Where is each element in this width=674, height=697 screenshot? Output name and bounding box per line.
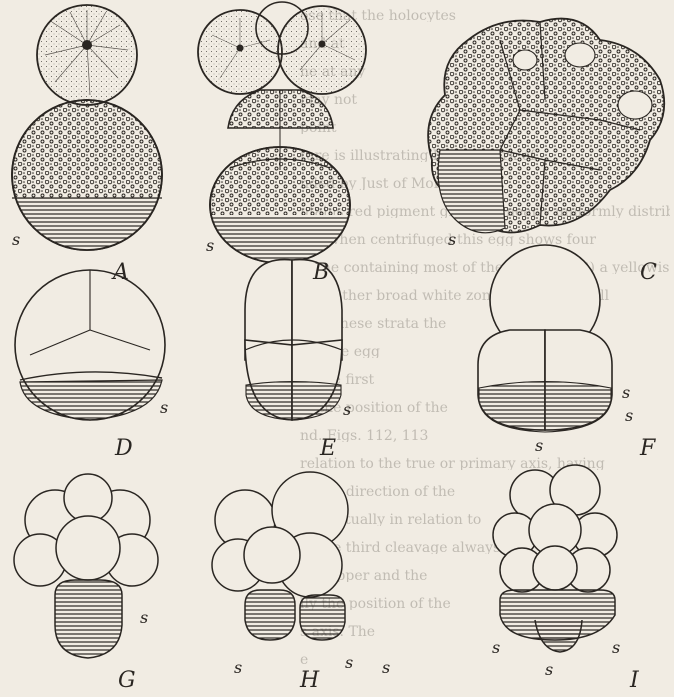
panel-label-a: A bbox=[113, 262, 129, 284]
s-marker: s bbox=[234, 660, 242, 676]
s-marker: s bbox=[545, 662, 553, 678]
s-marker: s bbox=[343, 402, 351, 418]
s-marker: s bbox=[206, 238, 214, 254]
panel-label-f: F bbox=[640, 438, 655, 460]
s-marker: s bbox=[345, 655, 353, 671]
s-marker: s bbox=[140, 610, 148, 626]
panel-a-drawing bbox=[10, 5, 170, 258]
panel-label-c: C bbox=[640, 262, 657, 284]
panel-label-i: I bbox=[630, 670, 639, 692]
panel-c-drawing bbox=[428, 19, 664, 233]
s-marker: s bbox=[448, 232, 456, 248]
panel-i-drawing bbox=[493, 465, 617, 652]
s-marker: s bbox=[625, 408, 633, 424]
panel-label-h: H bbox=[300, 670, 319, 692]
panel-b-drawing bbox=[198, 2, 366, 275]
s-marker: s bbox=[12, 232, 20, 248]
s-marker: s bbox=[535, 438, 543, 454]
s-marker: s bbox=[612, 640, 620, 656]
s-marker: s bbox=[382, 660, 390, 676]
panel-g-drawing bbox=[14, 474, 158, 658]
panel-h-drawing bbox=[212, 472, 348, 640]
panel-d-drawing bbox=[15, 270, 165, 420]
panel-f-drawing bbox=[478, 245, 612, 432]
panel-label-d: D bbox=[115, 438, 133, 460]
panel-label-b: B bbox=[313, 262, 329, 284]
panel-label-g: G bbox=[118, 670, 136, 692]
s-marker: s bbox=[622, 385, 630, 401]
panel-label-e: E bbox=[320, 438, 336, 460]
s-marker: s bbox=[160, 400, 168, 416]
s-marker: s bbox=[492, 640, 500, 656]
